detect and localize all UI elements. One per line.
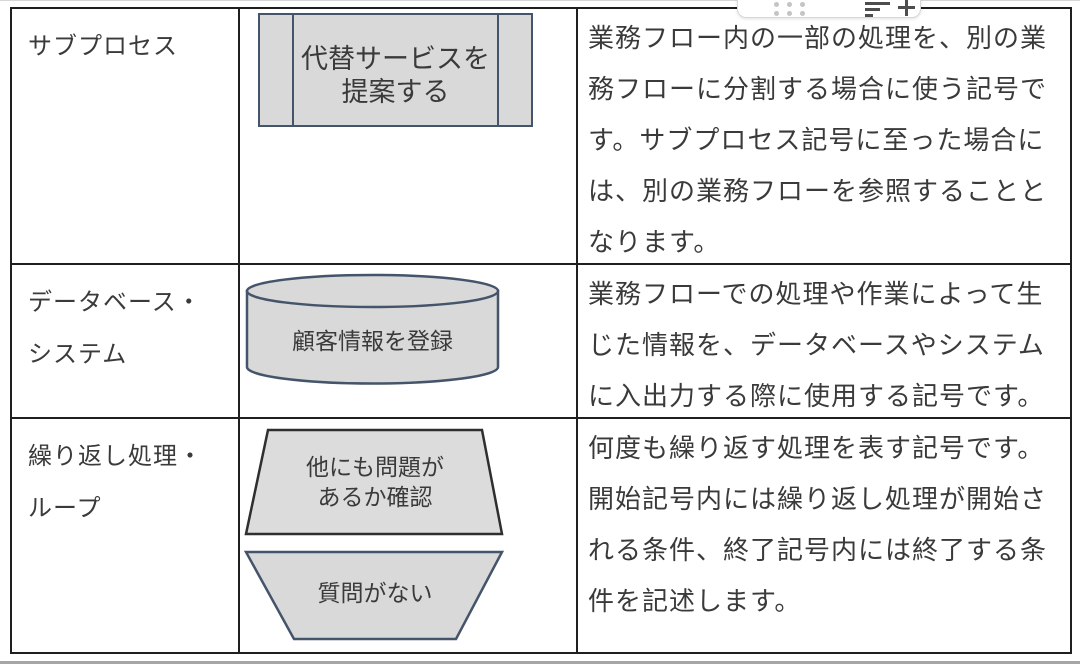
loop-start-shape-label: 他にも問題が あるか確認 bbox=[306, 454, 444, 510]
loop-start-shape[interactable]: 他にも問題が あるか確認 bbox=[244, 428, 505, 536]
table-cell-term-database[interactable]: データベース・ システム bbox=[12, 265, 240, 419]
align-lines-icon[interactable] bbox=[865, 2, 891, 17]
loop-end-trapezoid-icon bbox=[243, 550, 505, 641]
table-cell-desc-database[interactable]: 業務フローでの処理や作業によって生 じた情報を、データベースやシステム に入出力… bbox=[578, 265, 1070, 419]
subprocess-shape-label: 代替サービスを 提案する bbox=[301, 44, 490, 107]
symbol-reference-table: サブプロセス 代替サービスを 提案する 業務フロー内の一部の処理を、別の業 務フ… bbox=[10, 7, 1072, 654]
loop-start-trapezoid-icon bbox=[244, 428, 504, 536]
loop-end-shape-label: 質問がない bbox=[317, 580, 433, 606]
table-cell-desc-loop[interactable]: 何度も繰り返す処理を表す記号です。 開始記号内には繰り返し処理が開始さ れる条件… bbox=[578, 419, 1070, 652]
top-edge-divider bbox=[0, 0, 1080, 1]
subprocess-left-bar bbox=[292, 15, 294, 125]
table-cell-symbol-subprocess[interactable]: 代替サービスを 提案する bbox=[240, 9, 578, 265]
drag-handle-icon[interactable] bbox=[774, 2, 807, 17]
subprocess-right-bar bbox=[497, 15, 499, 125]
plus-icon[interactable] bbox=[898, 0, 916, 16]
loop-end-shape[interactable]: 質問がない bbox=[243, 550, 505, 641]
database-cylinder-shape[interactable]: 顧客情報を登録 bbox=[245, 273, 500, 385]
cylinder-shape-label: 顧客情報を登録 bbox=[292, 328, 453, 354]
cylinder-icon bbox=[245, 273, 500, 385]
table-cell-term-loop[interactable]: 繰り返し処理・ ループ bbox=[12, 419, 240, 652]
floating-block-toolbar[interactable] bbox=[737, 0, 921, 18]
table-cell-symbol-database[interactable]: 顧客情報を登録 bbox=[240, 265, 578, 419]
bottom-edge-divider bbox=[0, 661, 1080, 664]
table-cell-symbol-loop[interactable]: 他にも問題が あるか確認 質問がない bbox=[240, 419, 578, 652]
table-cell-term-subprocess[interactable]: サブプロセス bbox=[12, 9, 240, 265]
table-cell-desc-subprocess[interactable]: 業務フロー内の一部の処理を、別の業 務フローに分割する場合に使う記号で す。サブ… bbox=[578, 9, 1070, 265]
subprocess-shape[interactable]: 代替サービスを 提案する bbox=[258, 13, 533, 127]
